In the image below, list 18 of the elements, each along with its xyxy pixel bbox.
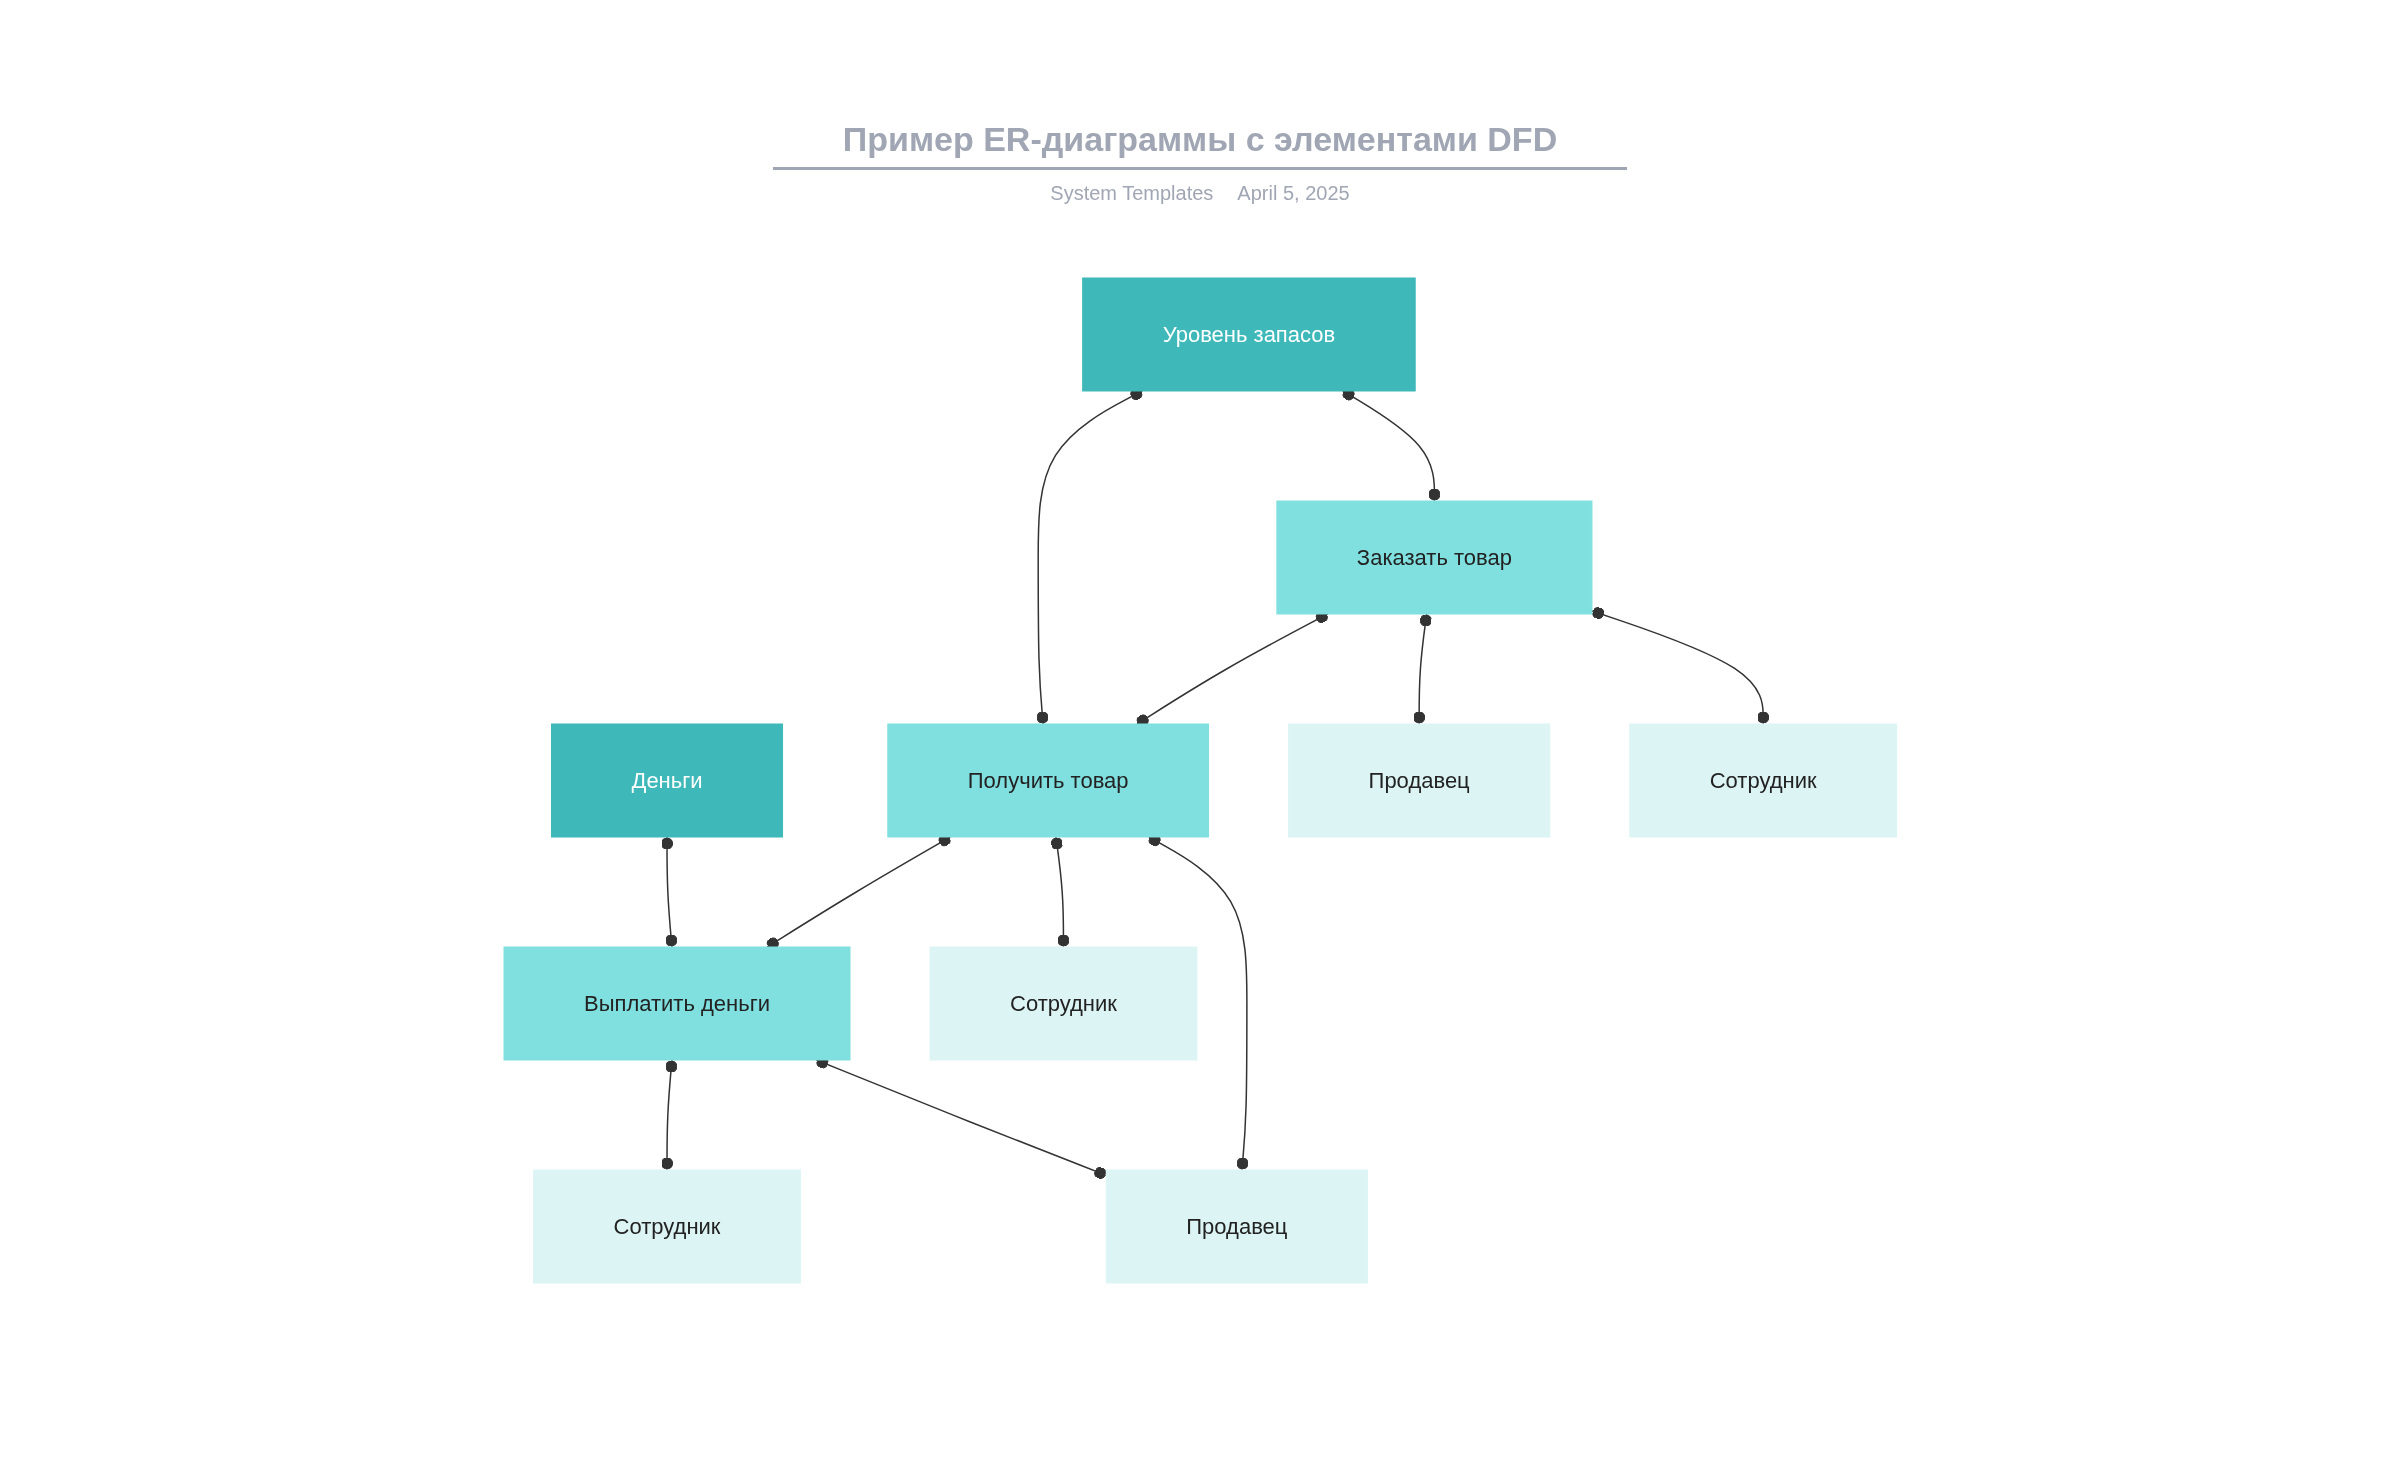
node-box: Продавец xyxy=(1105,1169,1368,1283)
node-box: Выплатить деньги xyxy=(503,946,851,1060)
connector xyxy=(660,835,678,948)
subtitle-text: April 5, 2025 xyxy=(1237,182,1350,204)
subtitle-text: System Templates xyxy=(1050,182,1214,204)
diagram-title: Пример ER-диаграммы с элементами DFD xyxy=(772,120,1628,170)
node-box: Заказать товар xyxy=(1276,500,1593,614)
node-box: Продавец xyxy=(1287,723,1550,837)
node-box: Сотрудник xyxy=(532,1169,801,1283)
node-box: Деньги xyxy=(550,723,783,837)
connector xyxy=(1412,612,1432,725)
node-box: Сотрудник xyxy=(1628,723,1897,837)
connector xyxy=(1590,606,1769,725)
node-box: Сотрудник xyxy=(929,946,1198,1060)
connector xyxy=(660,1058,678,1171)
node-box: Уровень запасов xyxy=(1081,277,1416,391)
connector xyxy=(1050,835,1070,948)
node-box: Получить товар xyxy=(887,723,1209,837)
